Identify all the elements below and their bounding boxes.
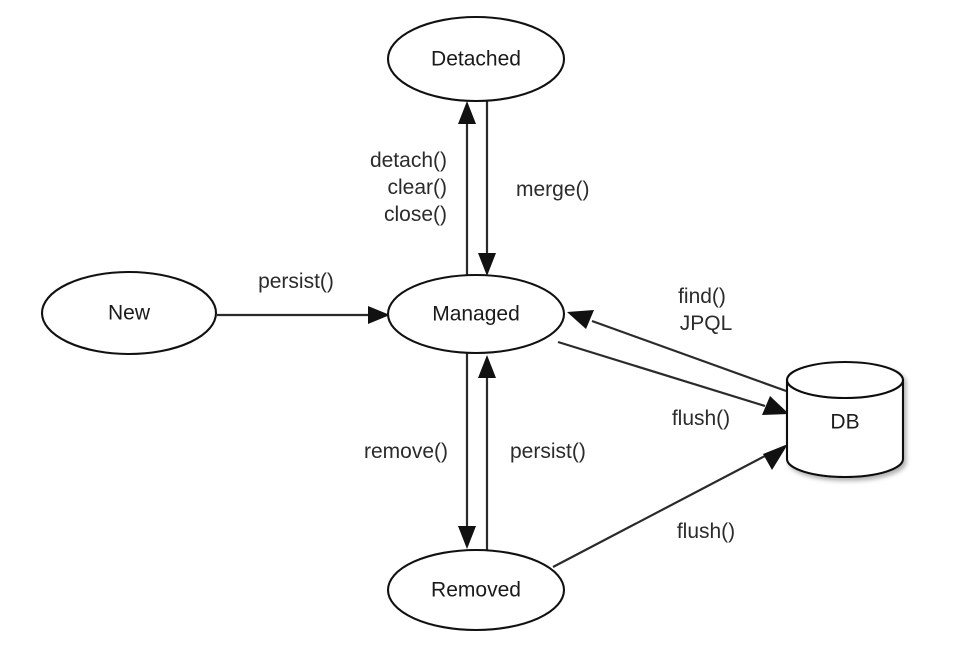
db-cylinder-body — [785, 378, 905, 479]
arrowhead-icon — [763, 444, 788, 470]
node-managed[interactable]: Managed — [386, 273, 566, 355]
edge-flush-managed-to-db: flush() — [557, 340, 789, 430]
db-cylinder-top — [785, 360, 905, 400]
node-label-new: New — [108, 302, 151, 325]
arrowhead-icon — [762, 396, 789, 415]
edge-remove-managed-to-removed: remove() — [364, 353, 476, 549]
edge-detach-clear-close: detach() clear() close() — [370, 101, 476, 277]
node-shape-ellipse — [40, 270, 218, 356]
arrowhead-icon — [567, 310, 594, 329]
edge-label-clear: clear() — [387, 176, 447, 199]
edge-label-close: close() — [384, 203, 447, 226]
node-new[interactable]: New — [40, 270, 218, 356]
arrowhead-icon — [368, 306, 390, 324]
edge-label-flush-managed: flush() — [672, 407, 730, 430]
node-shape-ellipse — [386, 548, 566, 632]
edge-label-remove: remove() — [364, 440, 448, 463]
edge-label-merge: merge() — [516, 178, 590, 201]
edge-persist-removed-to-managed: persist() — [478, 355, 586, 551]
node-db[interactable]: DB — [785, 360, 905, 479]
node-label-db: DB — [830, 411, 859, 434]
edge-line — [557, 340, 766, 408]
edge-find-db-to-managed: find() JPQL — [567, 285, 790, 394]
node-label-managed: Managed — [432, 303, 520, 326]
arrowhead-icon — [478, 355, 496, 378]
edge-label-flush-removed: flush() — [677, 520, 735, 543]
arrowhead-icon — [478, 253, 496, 276]
node-removed[interactable]: Removed — [386, 548, 566, 632]
node-shape-ellipse — [386, 273, 566, 355]
edge-merge-detached-to-managed: merge() — [478, 100, 590, 276]
edge-label-jpql: JPQL — [680, 312, 733, 335]
edge-line — [552, 455, 766, 568]
edge-label-find: find() — [678, 285, 726, 308]
node-label-removed: Removed — [431, 579, 521, 602]
edge-flush-removed-to-db: flush() — [552, 444, 788, 568]
arrowhead-icon — [458, 101, 476, 124]
edge-label-persist-removed: persist() — [510, 440, 586, 463]
node-shape-ellipse — [386, 15, 566, 103]
node-label-detached: Detached — [431, 48, 521, 71]
edge-label-detach: detach() — [370, 149, 447, 172]
edge-line — [591, 319, 790, 394]
edge-persist-new-to-managed: persist() — [217, 270, 390, 324]
edge-label-persist-new: persist() — [258, 270, 334, 293]
arrowhead-icon — [458, 526, 476, 549]
node-detached[interactable]: Detached — [386, 15, 566, 103]
